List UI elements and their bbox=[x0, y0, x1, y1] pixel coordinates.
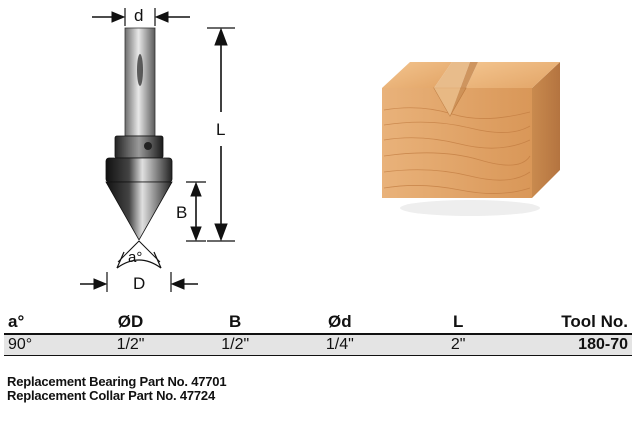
L-dimension bbox=[207, 27, 235, 242]
header-d: Ød bbox=[284, 312, 396, 335]
spec-table: a° ØD B Ød L Tool No. 90° 1/2" 1/2" 1/4"… bbox=[4, 312, 632, 356]
cell-d: 1/4" bbox=[284, 334, 396, 356]
table-row: 90° 1/2" 1/2" 1/4" 2" 180-70 bbox=[4, 334, 632, 356]
router-bit-drawing bbox=[80, 8, 235, 292]
L-label: L bbox=[216, 120, 226, 139]
B-label: B bbox=[176, 203, 188, 222]
collar bbox=[114, 135, 164, 159]
table-header-row: a° ØD B Ød L Tool No. bbox=[4, 312, 632, 335]
angle-label: a° bbox=[128, 249, 143, 266]
header-D: ØD bbox=[75, 312, 186, 335]
D-label: D bbox=[133, 274, 146, 293]
header-L: L bbox=[395, 312, 522, 335]
cutting-tip bbox=[105, 181, 173, 241]
wood-block-illustration bbox=[382, 62, 560, 216]
B-dimension bbox=[186, 181, 206, 242]
shank bbox=[124, 27, 156, 137]
cell-angle: 90° bbox=[4, 334, 76, 356]
cell-B: 1/2" bbox=[185, 334, 285, 356]
header-tool-no: Tool No. bbox=[521, 312, 632, 335]
D-dimension bbox=[80, 272, 198, 292]
cell-L: 2" bbox=[395, 334, 522, 356]
d-label: d bbox=[134, 6, 144, 25]
header-B: B bbox=[185, 312, 285, 335]
collar-note: Replacement Collar Part No. 47724 bbox=[7, 388, 215, 403]
header-angle: a° bbox=[4, 312, 76, 335]
cell-tool-no: 180-70 bbox=[521, 334, 632, 356]
cell-D: 1/2" bbox=[75, 334, 186, 356]
angle-dimension bbox=[116, 240, 162, 269]
d-dimension bbox=[92, 8, 190, 26]
bearing-note: Replacement Bearing Part No. 47701 bbox=[7, 374, 227, 389]
